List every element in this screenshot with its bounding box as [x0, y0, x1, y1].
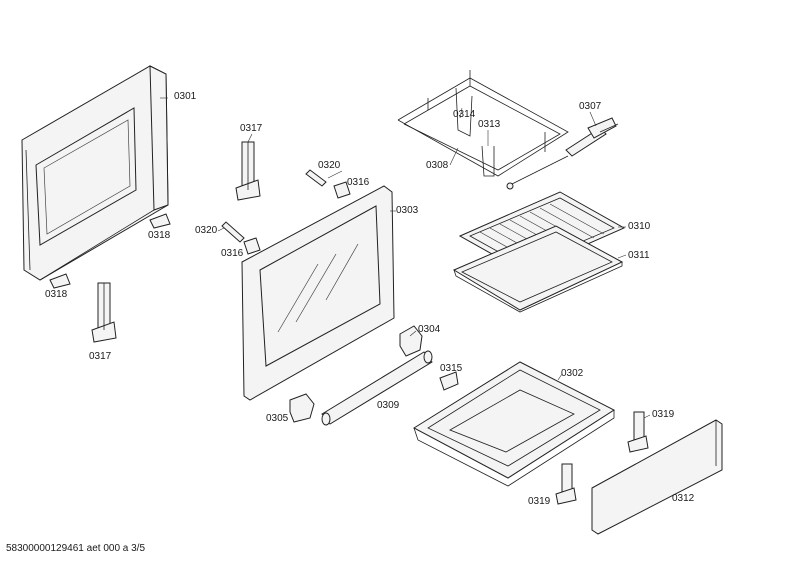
label-0301: 0301 — [174, 91, 197, 102]
label-0318-lower: 0318 — [45, 289, 68, 300]
label-0320-lower: 0320 — [195, 225, 218, 236]
label-0304: 0304 — [418, 324, 441, 335]
label-0315: 0315 — [440, 363, 463, 374]
label-0305: 0305 — [266, 413, 289, 424]
label-0307: 0307 — [579, 101, 602, 112]
label-0320-upper: 0320 — [318, 160, 341, 171]
storage-drawer — [412, 361, 616, 487]
label-0313: 0313 — [478, 119, 501, 130]
label-0314: 0314 — [453, 109, 476, 120]
outer-door-panel — [21, 65, 169, 281]
clip-lower — [243, 237, 261, 255]
rotisserie-assembly — [506, 117, 619, 190]
label-0319-upper: 0319 — [652, 409, 675, 420]
label-0316-lower: 0316 — [221, 248, 244, 259]
drawer-runner-upper — [627, 411, 649, 453]
hinge-lower — [91, 282, 117, 343]
label-0317-upper: 0317 — [240, 123, 263, 134]
pin-lower — [221, 221, 245, 243]
label-0319-lower: 0319 — [528, 496, 551, 507]
label-0308: 0308 — [426, 160, 449, 171]
label-0311: 0311 — [628, 250, 650, 261]
drawer-runner-lower — [555, 463, 577, 505]
leader-lines — [160, 97, 651, 419]
handle-end-cap-right — [399, 325, 423, 357]
drawer-front-panel — [591, 419, 723, 535]
label-0309: 0309 — [377, 400, 400, 411]
label-0316-upper: 0316 — [347, 177, 370, 188]
label-0302: 0302 — [561, 368, 584, 379]
label-0318-upper: 0318 — [148, 230, 171, 241]
clip-upper — [333, 181, 351, 199]
bracket-upper — [149, 213, 171, 229]
label-0310: 0310 — [628, 221, 651, 232]
hinge-upper — [235, 141, 261, 201]
label-0312: 0312 — [672, 493, 695, 504]
pin-upper — [305, 169, 327, 187]
label-0317-lower: 0317 — [89, 351, 112, 362]
wire-shelf-frame — [397, 70, 569, 177]
door-handle-bar — [321, 350, 433, 426]
inner-door-glass — [241, 185, 395, 401]
handle-clip — [439, 371, 459, 391]
handle-end-cap-left — [289, 393, 315, 423]
baking-tray — [452, 225, 624, 313]
document-footer-id: 58300000129461 aet 000 a 3/5 — [6, 543, 146, 554]
bracket-lower — [49, 273, 71, 289]
label-0303: 0303 — [396, 205, 419, 216]
